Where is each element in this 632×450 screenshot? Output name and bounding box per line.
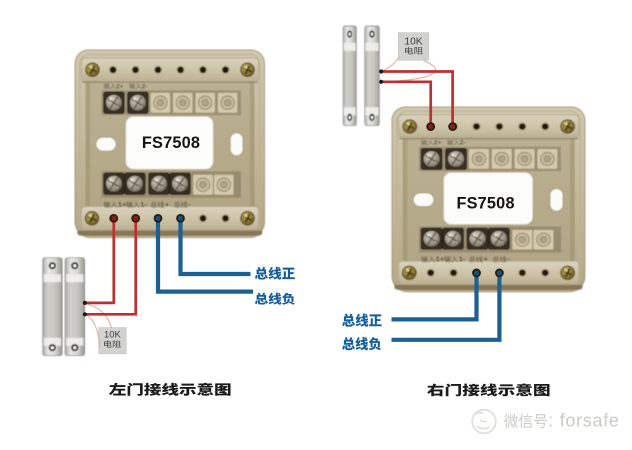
svg-text:10K: 10K [404,36,422,47]
svg-text:FS7508: FS7508 [456,195,514,213]
svg-text:10K: 10K [104,329,121,340]
svg-text:FS7508: FS7508 [142,134,200,152]
svg-text:: forsafe: : forsafe [548,410,619,430]
